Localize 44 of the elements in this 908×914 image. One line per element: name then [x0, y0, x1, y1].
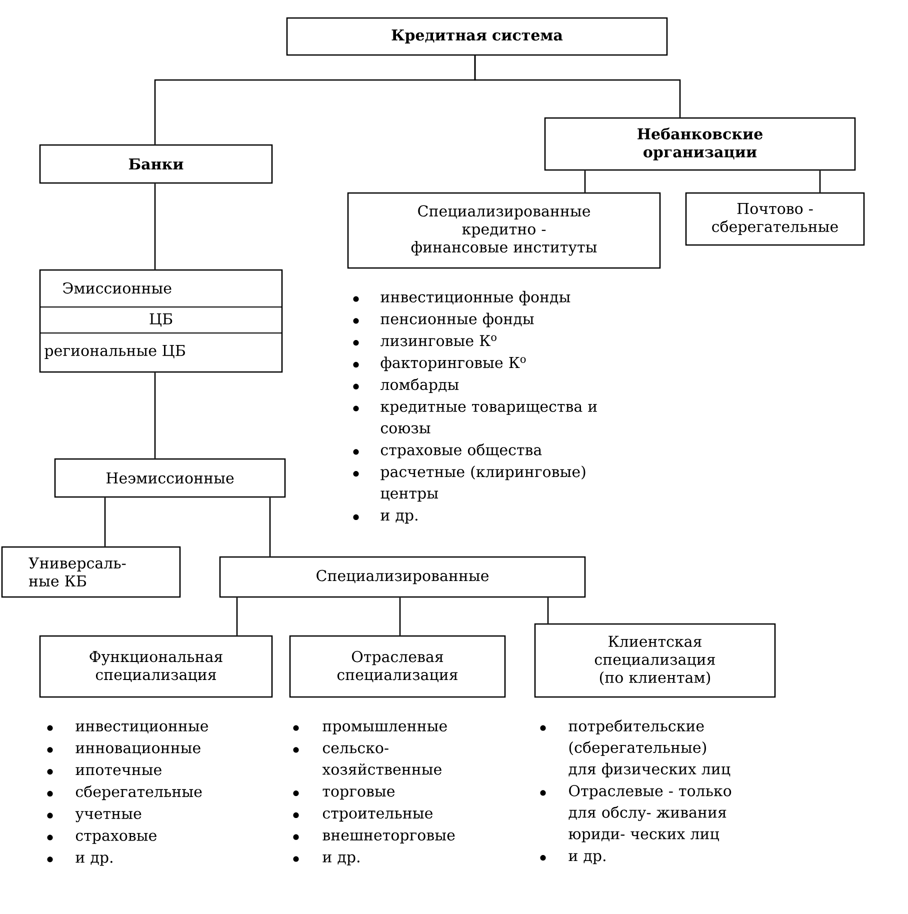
list-item: и др.	[47, 854, 112, 866]
process-box: Неэмиссионные	[54, 458, 286, 498]
process-box: Небанковские организации	[544, 117, 856, 171]
process-box: Почтово - сберегательные	[685, 192, 865, 246]
connector-line	[154, 184, 156, 270]
list-item: сельско- хозяйственные	[293, 745, 442, 775]
list-item: внешнеторговые	[293, 832, 455, 844]
list-item: строительные	[293, 810, 432, 822]
connector-line	[236, 598, 238, 636]
list-item: и др.	[293, 854, 360, 866]
process-box: Кредитная система	[286, 17, 668, 56]
process-box: Специализированные кредитно - финансовые институты	[347, 192, 661, 269]
connector-line	[154, 372, 156, 458]
list-item: ипотечные	[47, 767, 162, 776]
list-item: инвестиционные фонды	[353, 290, 570, 306]
process-box: Банки	[39, 144, 273, 184]
list-item: страховые общества	[353, 444, 542, 458]
list-item: и др.	[353, 512, 418, 524]
list-item: торговые	[293, 788, 395, 800]
list-item: пенсионные фонды	[353, 312, 534, 328]
connector-line	[399, 598, 401, 636]
list-item: ломбарды	[353, 378, 459, 393]
list-item: промышленные	[293, 723, 447, 734]
process-box: Эмиссионные ЦБ региональные ЦБ	[39, 269, 283, 373]
process-box: Универсаль- ные КБ	[1, 546, 181, 598]
list-item: лизинговые К$^{о}$	[353, 335, 496, 346]
connector-line	[584, 170, 586, 192]
list-item: инновационные	[47, 745, 200, 756]
process-box: Клиентская специализация (по клиентам)	[534, 623, 776, 698]
list-item: учетные	[47, 810, 142, 822]
list-item: инвестиционные	[47, 723, 208, 734]
list-item: факторинговые К$^{о}$	[353, 356, 526, 372]
list-item: сберегательные	[47, 785, 202, 800]
process-box: Специализированные	[219, 556, 586, 598]
list-item: страховые	[47, 832, 156, 844]
connector-line	[269, 498, 271, 556]
connector-line	[819, 170, 821, 192]
process-box: Функциональная специализация	[39, 635, 273, 698]
list-item: потребительские (сберегательные) для физических лиц	[540, 720, 730, 778]
process-box: Отраслевая специализация	[289, 635, 506, 698]
list-item: и др.	[540, 853, 606, 864]
connector-line	[547, 598, 549, 624]
connector-line	[474, 56, 681, 118]
connector-line	[104, 498, 106, 546]
